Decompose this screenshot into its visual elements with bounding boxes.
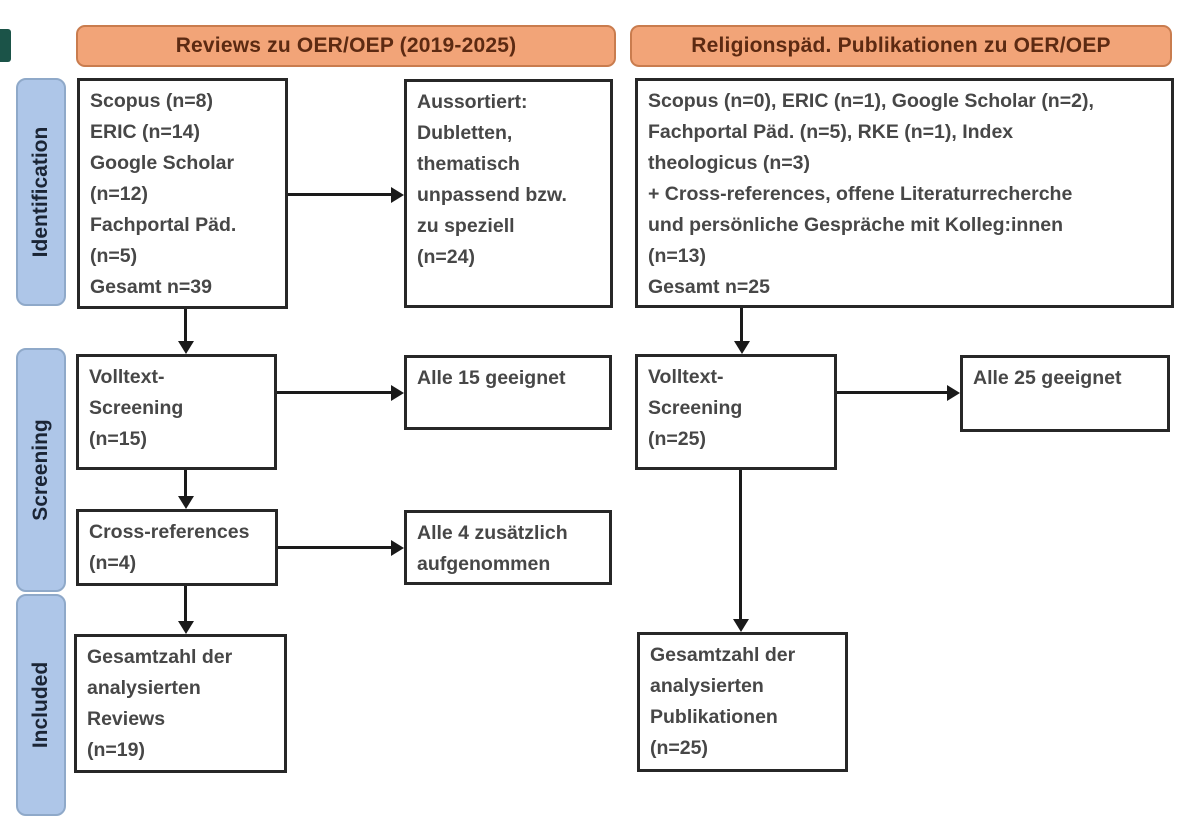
box-left-excluded: Aussortiert: Dubletten, thematisch unpas… [404,79,613,308]
stage-identification-label: Identification [29,126,52,258]
box-left-fulltext-result: Alle 15 geeignet [404,355,612,430]
box-right-included-total: Gesamtzahl der analysierten Publikatione… [637,632,848,772]
arrow-right-fulltext-to-result [837,384,960,401]
edge-fragment [0,29,11,62]
box-left-fulltext-screening: Volltext- Screening (n=15) [76,354,277,470]
box-left-included-total: Gesamtzahl der analysierten Reviews (n=1… [74,634,287,773]
box-left-crossref: Cross-references (n=4) [76,509,278,586]
header-reviews: Reviews zu OER/OEP (2019-2025) [76,25,616,67]
stage-included-label: Included [29,661,52,749]
arrow-left-sources-to-excluded [288,186,404,203]
stage-included: Included [16,594,66,816]
stage-screening: Screening [16,348,66,592]
box-right-fulltext-result: Alle 25 geeignet [960,355,1170,432]
arrow-left-fulltext-to-result [277,384,404,401]
box-left-sources: Scopus (n=8) ERIC (n=14) Google Scholar … [77,78,288,309]
arrow-left-fulltext-to-crossref [177,470,194,509]
box-left-crossref-result: Alle 4 zusätzlich aufgenommen [404,510,612,585]
arrow-right-fulltext-to-included [732,470,749,632]
arrow-right-sources-to-fulltext [733,308,750,354]
box-right-fulltext-screening: Volltext- Screening (n=25) [635,354,837,470]
header-religionspaed: Religionspäd. Publikationen zu OER/OEP [630,25,1172,67]
arrow-left-crossref-to-result [278,539,404,556]
stage-identification: Identification [16,78,66,306]
stage-screening-label: Screening [29,419,52,521]
arrow-left-crossref-to-included [177,586,194,634]
arrow-left-sources-to-fulltext [177,309,194,354]
box-right-sources: Scopus (n=0), ERIC (n=1), Google Scholar… [635,78,1174,308]
